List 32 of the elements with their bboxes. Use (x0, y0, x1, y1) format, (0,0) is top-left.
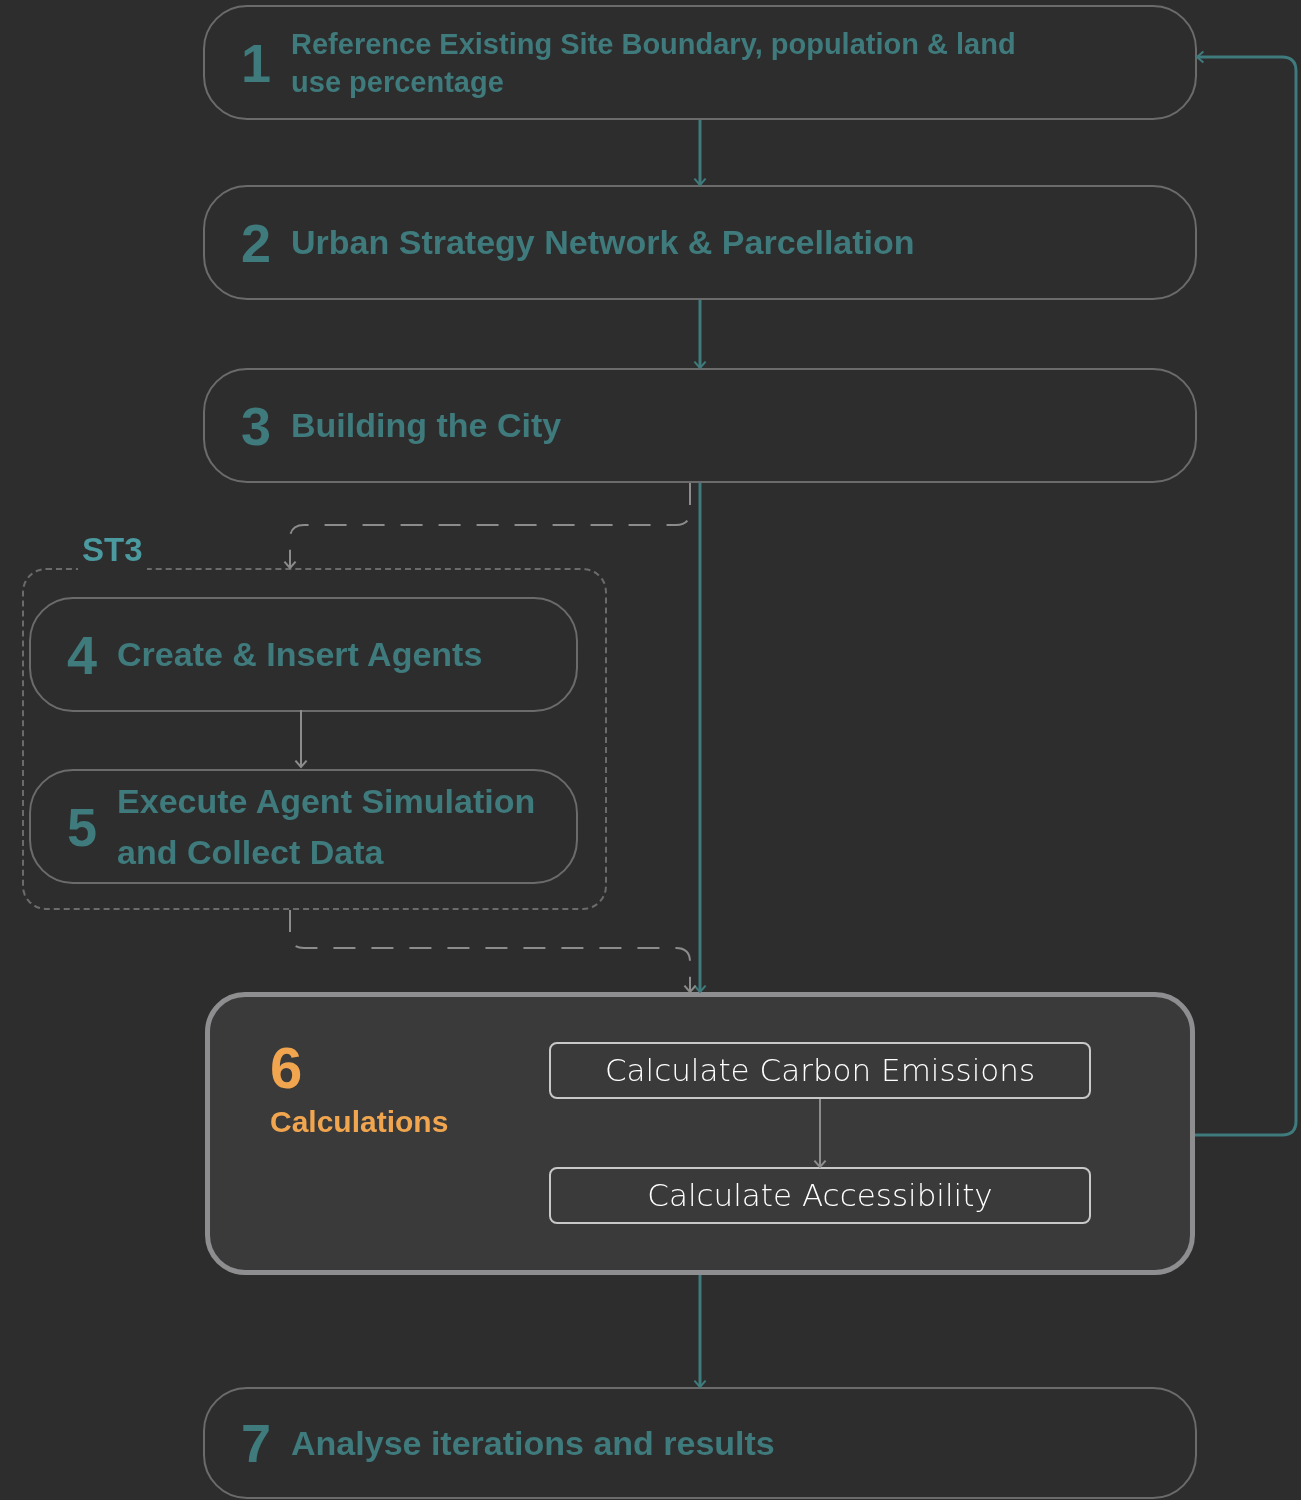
arrow (693, 300, 707, 369)
step-box (29, 597, 578, 712)
dashed-arrow (289, 909, 697, 993)
step-title: Calculations (270, 1107, 449, 1137)
calculation-panel (205, 992, 1195, 1275)
step-box (203, 1387, 1197, 1499)
arrow (693, 120, 707, 186)
step-title: Urban Strategy Network & Parcellation (291, 222, 915, 263)
step-title: Reference Existing Site Boundary, population & land use percentage (291, 26, 1017, 100)
process-box: Calculate Carbon Emissions (549, 1042, 1091, 1099)
process-box: Calculate Accessibility (549, 1167, 1091, 1224)
step-title: Execute Agent Simulation and Collect Data (117, 780, 537, 873)
arrow (813, 1098, 827, 1168)
step-number: 4 (67, 627, 98, 682)
step-number: 7 (241, 1416, 272, 1470)
arrow (1195, 50, 1298, 1137)
step-box (203, 5, 1197, 120)
step-title: Analyse iterations and results (291, 1422, 775, 1464)
step-number: 5 (67, 799, 98, 854)
arrow (693, 483, 707, 993)
step-box (203, 185, 1197, 300)
step-box (203, 368, 1197, 483)
arrow (294, 709, 308, 768)
step-number: 6 (270, 1039, 303, 1097)
step-number: 3 (241, 398, 272, 453)
step-number: 1 (241, 35, 272, 90)
step-title: Building the City (291, 405, 562, 446)
dashed-arrow (283, 482, 691, 569)
step-box (29, 769, 578, 884)
arrow (693, 1275, 707, 1388)
step-number: 2 (241, 215, 272, 270)
step-title: Create & Insert Agents (117, 634, 483, 675)
